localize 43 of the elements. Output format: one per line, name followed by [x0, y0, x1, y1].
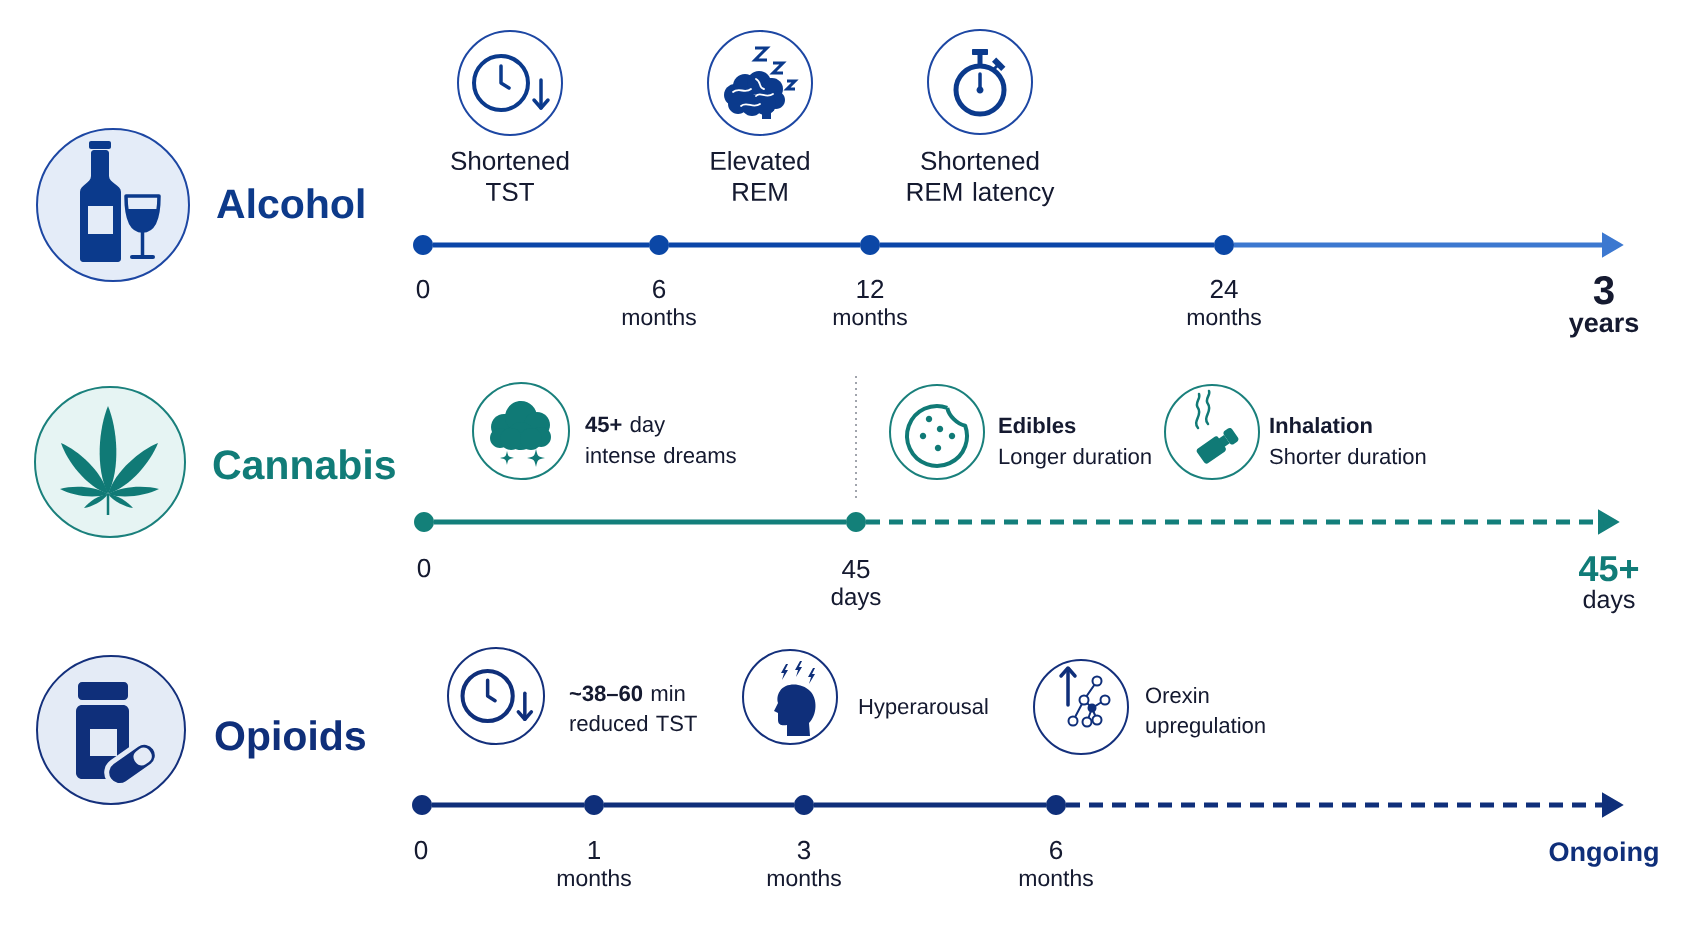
timeline-line: [433, 242, 649, 248]
end-label: Ongoing: [1549, 841, 1658, 867]
substance-label: Opioids: [215, 720, 365, 759]
tick-unit: months: [767, 869, 841, 887]
tick-unit: months: [622, 308, 696, 326]
timeline-line: [880, 242, 1214, 248]
tick-unit: months: [1187, 308, 1261, 326]
event-label: Shorter duration: [1270, 448, 1426, 465]
tick-unit: days: [831, 587, 881, 610]
event-label: 45+ day intense dreams: [585, 416, 736, 464]
end-label: days: [1583, 589, 1635, 614]
tick-number: 6: [653, 279, 666, 299]
timeline-line: [604, 802, 794, 808]
tick-number: 3: [797, 840, 811, 860]
tick-number: 24: [1210, 279, 1238, 298]
tick-unit: months: [1019, 869, 1093, 887]
tick-number: 12: [857, 279, 884, 298]
tick-number: 45: [842, 560, 870, 579]
end-label: 3: [1593, 276, 1614, 305]
event-label: Longer duration: [999, 448, 1151, 469]
tick-unit: months: [833, 308, 907, 326]
end-label: years: [1568, 317, 1639, 338]
end-label: 45+: [1579, 556, 1639, 582]
event-label: Shortened TST: [451, 151, 569, 202]
tick-number: 6: [1050, 840, 1063, 860]
event-heading: Edibles: [999, 417, 1076, 434]
event-label: Orexin upregulation: [1146, 687, 1265, 738]
timeline-line: [434, 519, 846, 525]
tick-number: 1: [588, 841, 600, 859]
tick-number: 0: [417, 558, 431, 578]
event-label: ~38–60 min reduced TST: [569, 685, 697, 732]
event-heading: Inhalation: [1270, 417, 1372, 434]
timeline-line: [814, 802, 1046, 808]
substance-label: Alcohol: [217, 188, 364, 219]
tick-number: 0: [414, 840, 428, 860]
substance-label: Cannabis: [213, 449, 395, 480]
timeline-line: [432, 802, 584, 808]
event-label: Hyperarousal: [859, 698, 988, 719]
tick-number: 0: [416, 279, 430, 299]
event-label: Elevated REM: [711, 151, 809, 201]
timeline-line: [669, 242, 860, 248]
tick-unit: months: [557, 869, 631, 887]
event-label: Shortened REM latency: [907, 151, 1055, 207]
